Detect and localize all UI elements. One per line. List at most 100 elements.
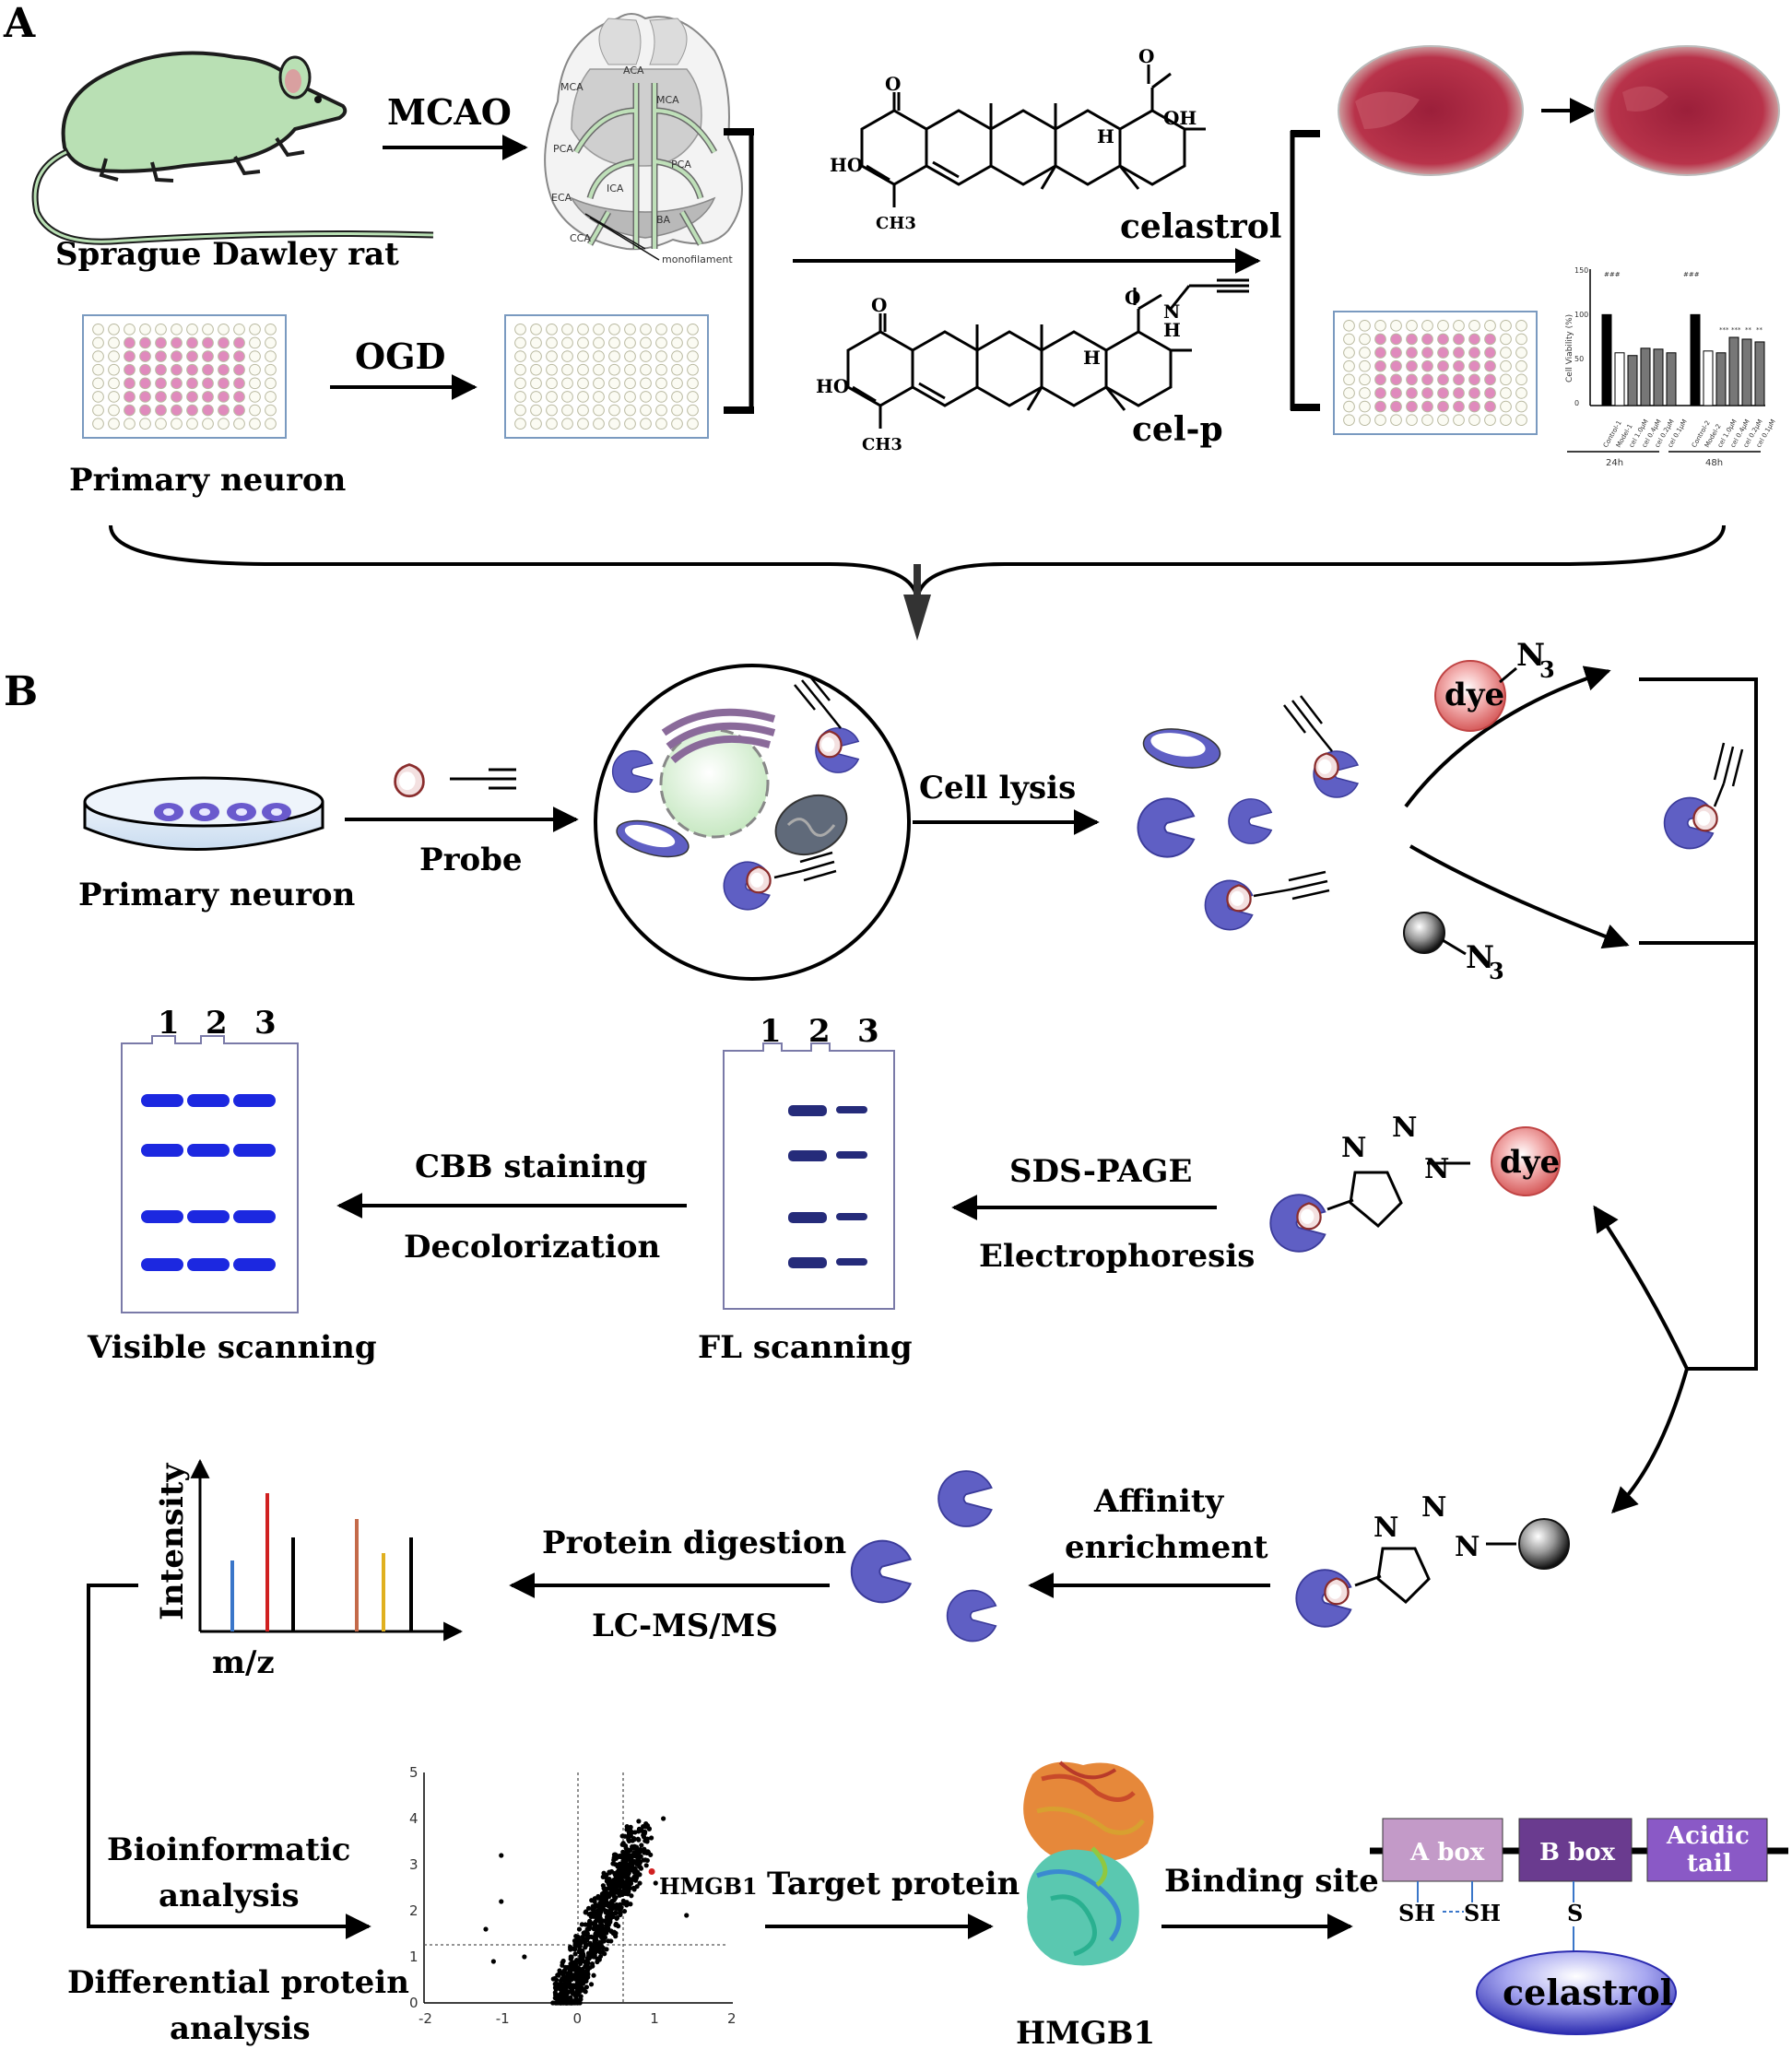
volcano-point [560,1962,565,1968]
plate-well [546,350,558,362]
plate-well [218,418,230,430]
plate-well [92,404,104,417]
plate-well [593,336,605,349]
plate-well [1484,400,1496,413]
plate-well [608,350,620,362]
plate-well [202,336,214,349]
volcano-point [568,1963,573,1970]
plate-well [640,404,652,417]
plate-well [202,350,214,362]
bead-branch-arrow [1409,844,1630,949]
azide-n: N [1466,939,1494,976]
significance-marker: *** [1719,326,1729,334]
volcano-point [499,1853,504,1858]
plate-well [139,377,151,390]
plate-well [655,418,667,430]
plate-well [514,391,526,403]
plate-well [530,323,542,336]
plate-well [265,418,277,430]
plate-well [108,336,120,349]
volcano-point [636,1819,642,1824]
plate-well [1484,319,1496,332]
plate-well [530,391,542,403]
plate-well [139,336,151,349]
lcms-label: LC-MS/MS [592,1607,778,1644]
diff-label-1: Differential protein [67,1964,409,2001]
volcano-point [584,1926,590,1932]
plate-well [1359,400,1371,413]
plate-well [1500,373,1512,386]
volcano-point [636,1826,643,1831]
plate-well [1515,347,1527,359]
volcano-point [604,1947,609,1952]
atom-h: H [1083,347,1101,369]
volcano-point [595,1956,600,1961]
plate-well [92,336,104,349]
plate-well [155,377,167,390]
acidic-label-1: Acidic [1666,1822,1750,1850]
plate-well [139,323,151,336]
plate-well [1421,319,1433,332]
plate-well [265,336,277,349]
volcano-point [577,1989,583,1995]
volcano-point [615,1882,620,1888]
plate-well [1453,359,1465,372]
volcano-point [583,1932,588,1937]
plate-well [640,336,652,349]
plate-well [593,323,605,336]
volcano-point [499,1899,504,1904]
atom-ho: HO [830,154,863,176]
plate-well [1359,319,1371,332]
electrophoresis-label: Electrophoresis [979,1238,1255,1275]
viability-bar [1715,352,1727,406]
volcano-point [648,1852,654,1857]
plate-well [624,391,636,403]
plate-well [265,363,277,376]
panel-a-label: A [3,0,36,47]
plate-well [624,323,636,336]
volcano-point [591,1972,596,1978]
plate-well [1515,359,1527,372]
plate-well [561,363,573,376]
volcano-point [621,1908,628,1914]
plate-well [1359,387,1371,399]
plate-well [1437,400,1449,413]
plate-well [546,336,558,349]
mcao-label: MCAO [387,91,512,133]
plate-well [108,363,120,376]
volcano-point [604,1908,609,1914]
plate-well [1468,387,1480,399]
volcano-point [613,1910,619,1915]
brain-label: CCA [570,232,591,244]
plate-well [1500,347,1512,359]
plate-well [1390,347,1402,359]
atom-ch3: CH3 [862,435,902,454]
plate-well [92,350,104,362]
viability-bar [1601,313,1612,406]
volcano-point [634,1869,641,1875]
plate-well [233,377,245,390]
volcano-point [684,1913,690,1918]
volcano-point [605,1924,610,1929]
plate-well [124,350,136,362]
plate-well [249,323,261,336]
brain-label: MCA [656,94,679,106]
plate-well [1453,319,1465,332]
atom-o: O [1138,45,1154,67]
volcano-point [618,1910,623,1916]
petri-dish [83,776,324,851]
plate-well [1453,347,1465,359]
plate-well [233,418,245,430]
plate-well [249,350,261,362]
atom-h: H [1097,125,1114,147]
brain-vessel-diagram: ACA MCA MCA PCA PCA ICA ECA BA CCA monof… [544,13,743,265]
hmgb1-point-label: HMGB1 [659,1873,758,1900]
plate-well [530,404,542,417]
volcano-point [629,1893,634,1899]
plate-well [155,363,167,376]
plate-well [546,377,558,390]
volcano-point [630,1861,635,1866]
volcano-point [590,1963,595,1969]
plate-well [1453,333,1465,346]
plate-well [1500,387,1512,399]
